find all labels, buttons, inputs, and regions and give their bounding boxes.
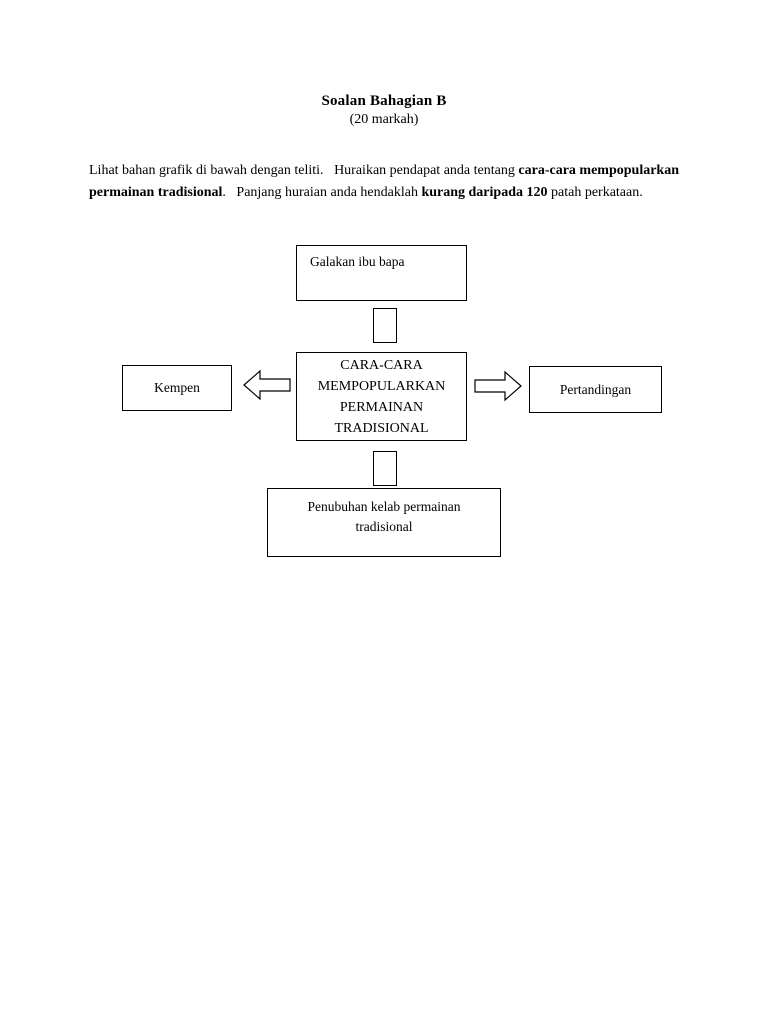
center-line-3: PERMAINAN [339, 399, 424, 415]
arrow-left-icon [243, 368, 291, 402]
diagram-node-top: Galakan ibu bapa [296, 245, 467, 301]
page-title: Soalan Bahagian B [321, 93, 447, 109]
instruction-paragraph: Lihat bahan grafik di bawah dengan telit… [89, 160, 679, 204]
instruction-sentence-1: Lihat bahan grafik di bawah dengan telit… [89, 163, 324, 178]
instruction-period-1: . [222, 185, 226, 200]
connector-top-rect [373, 308, 397, 343]
instruction-bold-topic: cara-cara mempopularkan permainan tradis… [89, 163, 679, 200]
bottom-line-2: tradisional [355, 519, 413, 534]
center-line-2: MEMPOPULARKAN [317, 378, 446, 394]
diagram-node-right-label: Pertandingan [559, 381, 632, 397]
diagram-node-right: Pertandingan [529, 366, 662, 413]
instruction-sentence-3: Panjang huraian anda hendaklah [236, 185, 418, 200]
instruction-sentence-4: patah perkataan. [551, 185, 643, 200]
diagram-node-top-label: Galakan ibu bapa [310, 254, 405, 269]
bottom-line-1: Penubuhan kelab permainan [307, 499, 461, 514]
diagram-node-center: CARA-CARA MEMPOPULARKAN PERMAINAN TRADIS… [296, 352, 467, 441]
center-line-1: CARA-CARA [340, 357, 423, 373]
document-header: Soalan Bahagian B (20 markah) [0, 92, 768, 129]
arrow-right-icon [474, 369, 522, 403]
diagram-node-left: Kempen [122, 365, 232, 411]
center-line-4: TRADISIONAL [334, 420, 429, 436]
instruction-sentence-2: Huraikan pendapat anda tentang [334, 163, 515, 178]
diagram-node-left-label: Kempen [154, 380, 200, 395]
diagram-node-bottom: Penubuhan kelab permainan tradisional [267, 488, 501, 557]
connector-bottom-rect [373, 451, 397, 486]
marks-subtitle: (20 markah) [349, 112, 419, 127]
instruction-bold-limit: kurang daripada 120 [421, 185, 548, 200]
